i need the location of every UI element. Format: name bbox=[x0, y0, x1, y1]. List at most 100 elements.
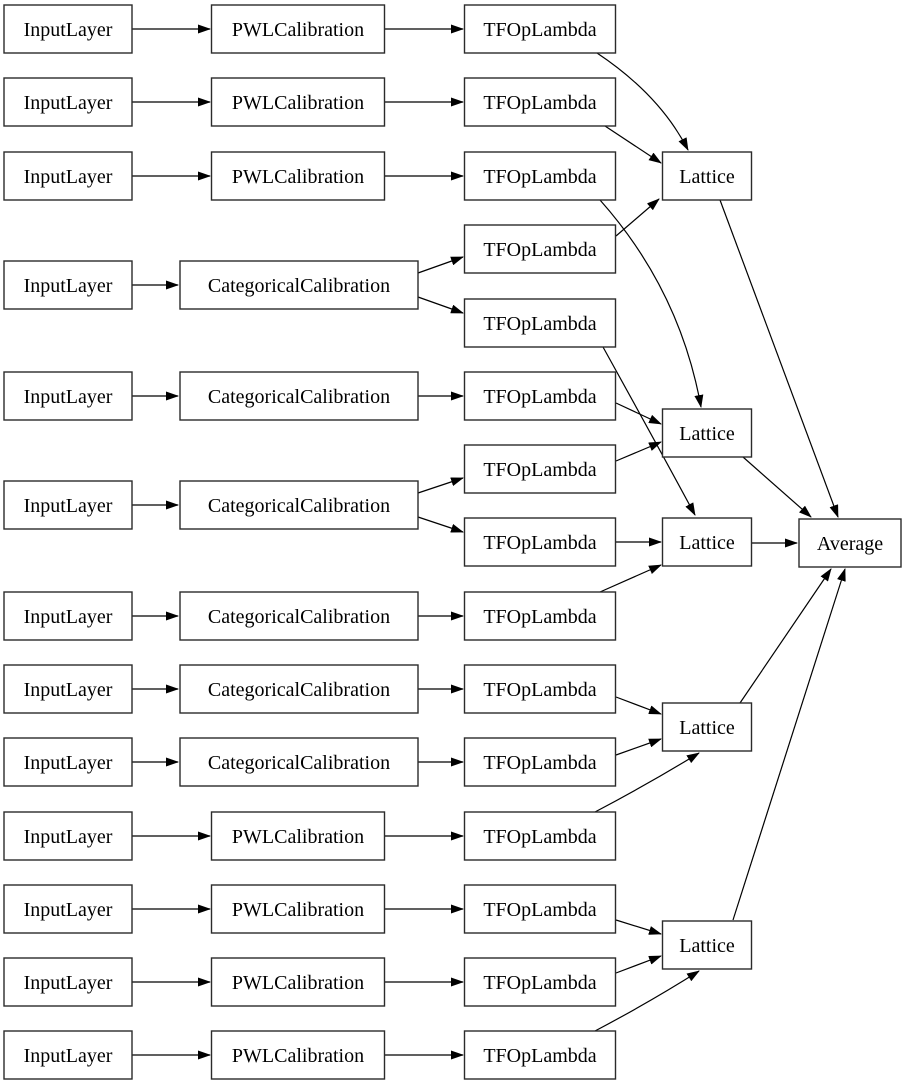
edge-lat1-to-avg bbox=[719, 199, 839, 518]
node-box bbox=[3, 371, 133, 421]
node-pwlcalibration-pwl3: PWLCalibration bbox=[210, 151, 386, 201]
node-box bbox=[3, 77, 133, 127]
node-label: TFOpLambda bbox=[483, 826, 596, 848]
node-lattice-lat3: Lattice bbox=[661, 517, 753, 567]
node-box bbox=[661, 408, 753, 458]
node-tfoplambda-tf2: TFOpLambda bbox=[463, 77, 617, 127]
node-box bbox=[463, 1030, 617, 1080]
node-tfoplambda-tf15: TFOpLambda bbox=[463, 1030, 617, 1080]
node-inputlayer-il1: InputLayer bbox=[3, 4, 133, 54]
node-categoricalcalibration-cat4: CategoricalCalibration bbox=[179, 591, 419, 641]
node-inputlayer-il3: InputLayer bbox=[3, 151, 133, 201]
node-tfoplambda-tf5: TFOpLambda bbox=[463, 298, 617, 348]
node-label: InputLayer bbox=[24, 275, 113, 297]
node-label: TFOpLambda bbox=[483, 459, 596, 481]
node-tfoplambda-tf12: TFOpLambda bbox=[463, 811, 617, 861]
node-inputlayer-il10: InputLayer bbox=[3, 811, 133, 861]
node-label: CategoricalCalibration bbox=[208, 606, 390, 628]
edge-lat2-to-avg bbox=[742, 456, 812, 518]
node-box bbox=[661, 517, 753, 567]
edge-cat3-to-tf8 bbox=[417, 516, 464, 533]
edge-tf5-to-lat3 bbox=[602, 346, 696, 516]
node-box bbox=[3, 737, 133, 787]
node-tfoplambda-tf13: TFOpLambda bbox=[463, 884, 617, 934]
edge-tf13-to-lat5 bbox=[615, 919, 662, 935]
node-lattice-lat2: Lattice bbox=[661, 408, 753, 458]
node-label: TFOpLambda bbox=[483, 239, 596, 261]
node-label: InputLayer bbox=[24, 679, 113, 701]
node-label: InputLayer bbox=[24, 92, 113, 114]
node-label: InputLayer bbox=[24, 495, 113, 517]
node-categoricalcalibration-cat1: CategoricalCalibration bbox=[179, 260, 419, 310]
edge-tf6-to-lat2 bbox=[615, 402, 662, 425]
node-pwlcalibration-pwl6: PWLCalibration bbox=[210, 957, 386, 1007]
node-label: TFOpLambda bbox=[483, 1045, 596, 1067]
node-label: TFOpLambda bbox=[483, 972, 596, 994]
node-inputlayer-il5: InputLayer bbox=[3, 371, 133, 421]
node-box bbox=[798, 518, 902, 568]
node-box bbox=[463, 298, 617, 348]
node-tfoplambda-tf3: TFOpLambda bbox=[463, 151, 617, 201]
node-box bbox=[463, 444, 617, 494]
node-box bbox=[463, 4, 617, 54]
node-inputlayer-il13: InputLayer bbox=[3, 1030, 133, 1080]
node-box bbox=[3, 811, 133, 861]
node-box bbox=[210, 77, 386, 127]
node-label: TFOpLambda bbox=[483, 386, 596, 408]
node-box bbox=[463, 591, 617, 641]
node-tfoplambda-tf9: TFOpLambda bbox=[463, 591, 617, 641]
edge-tf10-to-lat4 bbox=[615, 696, 662, 715]
node-inputlayer-il6: InputLayer bbox=[3, 480, 133, 530]
node-tfoplambda-tf8: TFOpLambda bbox=[463, 517, 617, 567]
node-tfoplambda-tf11: TFOpLambda bbox=[463, 737, 617, 787]
node-label: Lattice bbox=[679, 166, 735, 188]
node-label: InputLayer bbox=[24, 826, 113, 848]
node-tfoplambda-tf14: TFOpLambda bbox=[463, 957, 617, 1007]
node-label: TFOpLambda bbox=[483, 899, 596, 921]
node-box bbox=[661, 920, 753, 970]
node-label: Lattice bbox=[679, 935, 735, 957]
node-label: InputLayer bbox=[24, 166, 113, 188]
node-label: TFOpLambda bbox=[483, 166, 596, 188]
node-label: CategoricalCalibration bbox=[208, 679, 390, 701]
edge-tf1-to-lat1 bbox=[596, 52, 689, 151]
node-box bbox=[210, 151, 386, 201]
node-pwlcalibration-pwl7: PWLCalibration bbox=[210, 1030, 386, 1080]
node-box bbox=[3, 260, 133, 310]
edge-tf11-to-lat4 bbox=[615, 738, 662, 756]
edge-lat4-to-avg bbox=[739, 568, 832, 704]
node-tfoplambda-tf7: TFOpLambda bbox=[463, 444, 617, 494]
node-label: CategoricalCalibration bbox=[208, 386, 390, 408]
node-label: CategoricalCalibration bbox=[208, 495, 390, 517]
node-label: TFOpLambda bbox=[483, 19, 596, 41]
node-box bbox=[210, 957, 386, 1007]
node-box bbox=[3, 957, 133, 1007]
edge-tf4-to-lat1 bbox=[615, 198, 660, 237]
edge-tf7-to-lat2 bbox=[615, 441, 662, 462]
node-label: InputLayer bbox=[24, 606, 113, 628]
node-box bbox=[210, 811, 386, 861]
node-tfoplambda-tf1: TFOpLambda bbox=[463, 4, 617, 54]
node-box bbox=[463, 664, 617, 714]
node-box bbox=[463, 884, 617, 934]
node-label: Lattice bbox=[679, 717, 735, 739]
node-box bbox=[179, 591, 419, 641]
node-label: PWLCalibration bbox=[232, 166, 364, 188]
node-categoricalcalibration-cat2: CategoricalCalibration bbox=[179, 371, 419, 421]
node-box bbox=[179, 480, 419, 530]
node-label: CategoricalCalibration bbox=[208, 752, 390, 774]
node-label: InputLayer bbox=[24, 19, 113, 41]
node-label: PWLCalibration bbox=[232, 19, 364, 41]
node-box bbox=[463, 737, 617, 787]
node-label: TFOpLambda bbox=[483, 752, 596, 774]
node-lattice-lat5: Lattice bbox=[661, 920, 753, 970]
node-box bbox=[179, 664, 419, 714]
node-label: TFOpLambda bbox=[483, 532, 596, 554]
edges-layer bbox=[132, 24, 846, 1060]
node-pwlcalibration-pwl2: PWLCalibration bbox=[210, 77, 386, 127]
node-box bbox=[3, 480, 133, 530]
node-inputlayer-il8: InputLayer bbox=[3, 664, 133, 714]
node-box bbox=[210, 1030, 386, 1080]
node-inputlayer-il7: InputLayer bbox=[3, 591, 133, 641]
